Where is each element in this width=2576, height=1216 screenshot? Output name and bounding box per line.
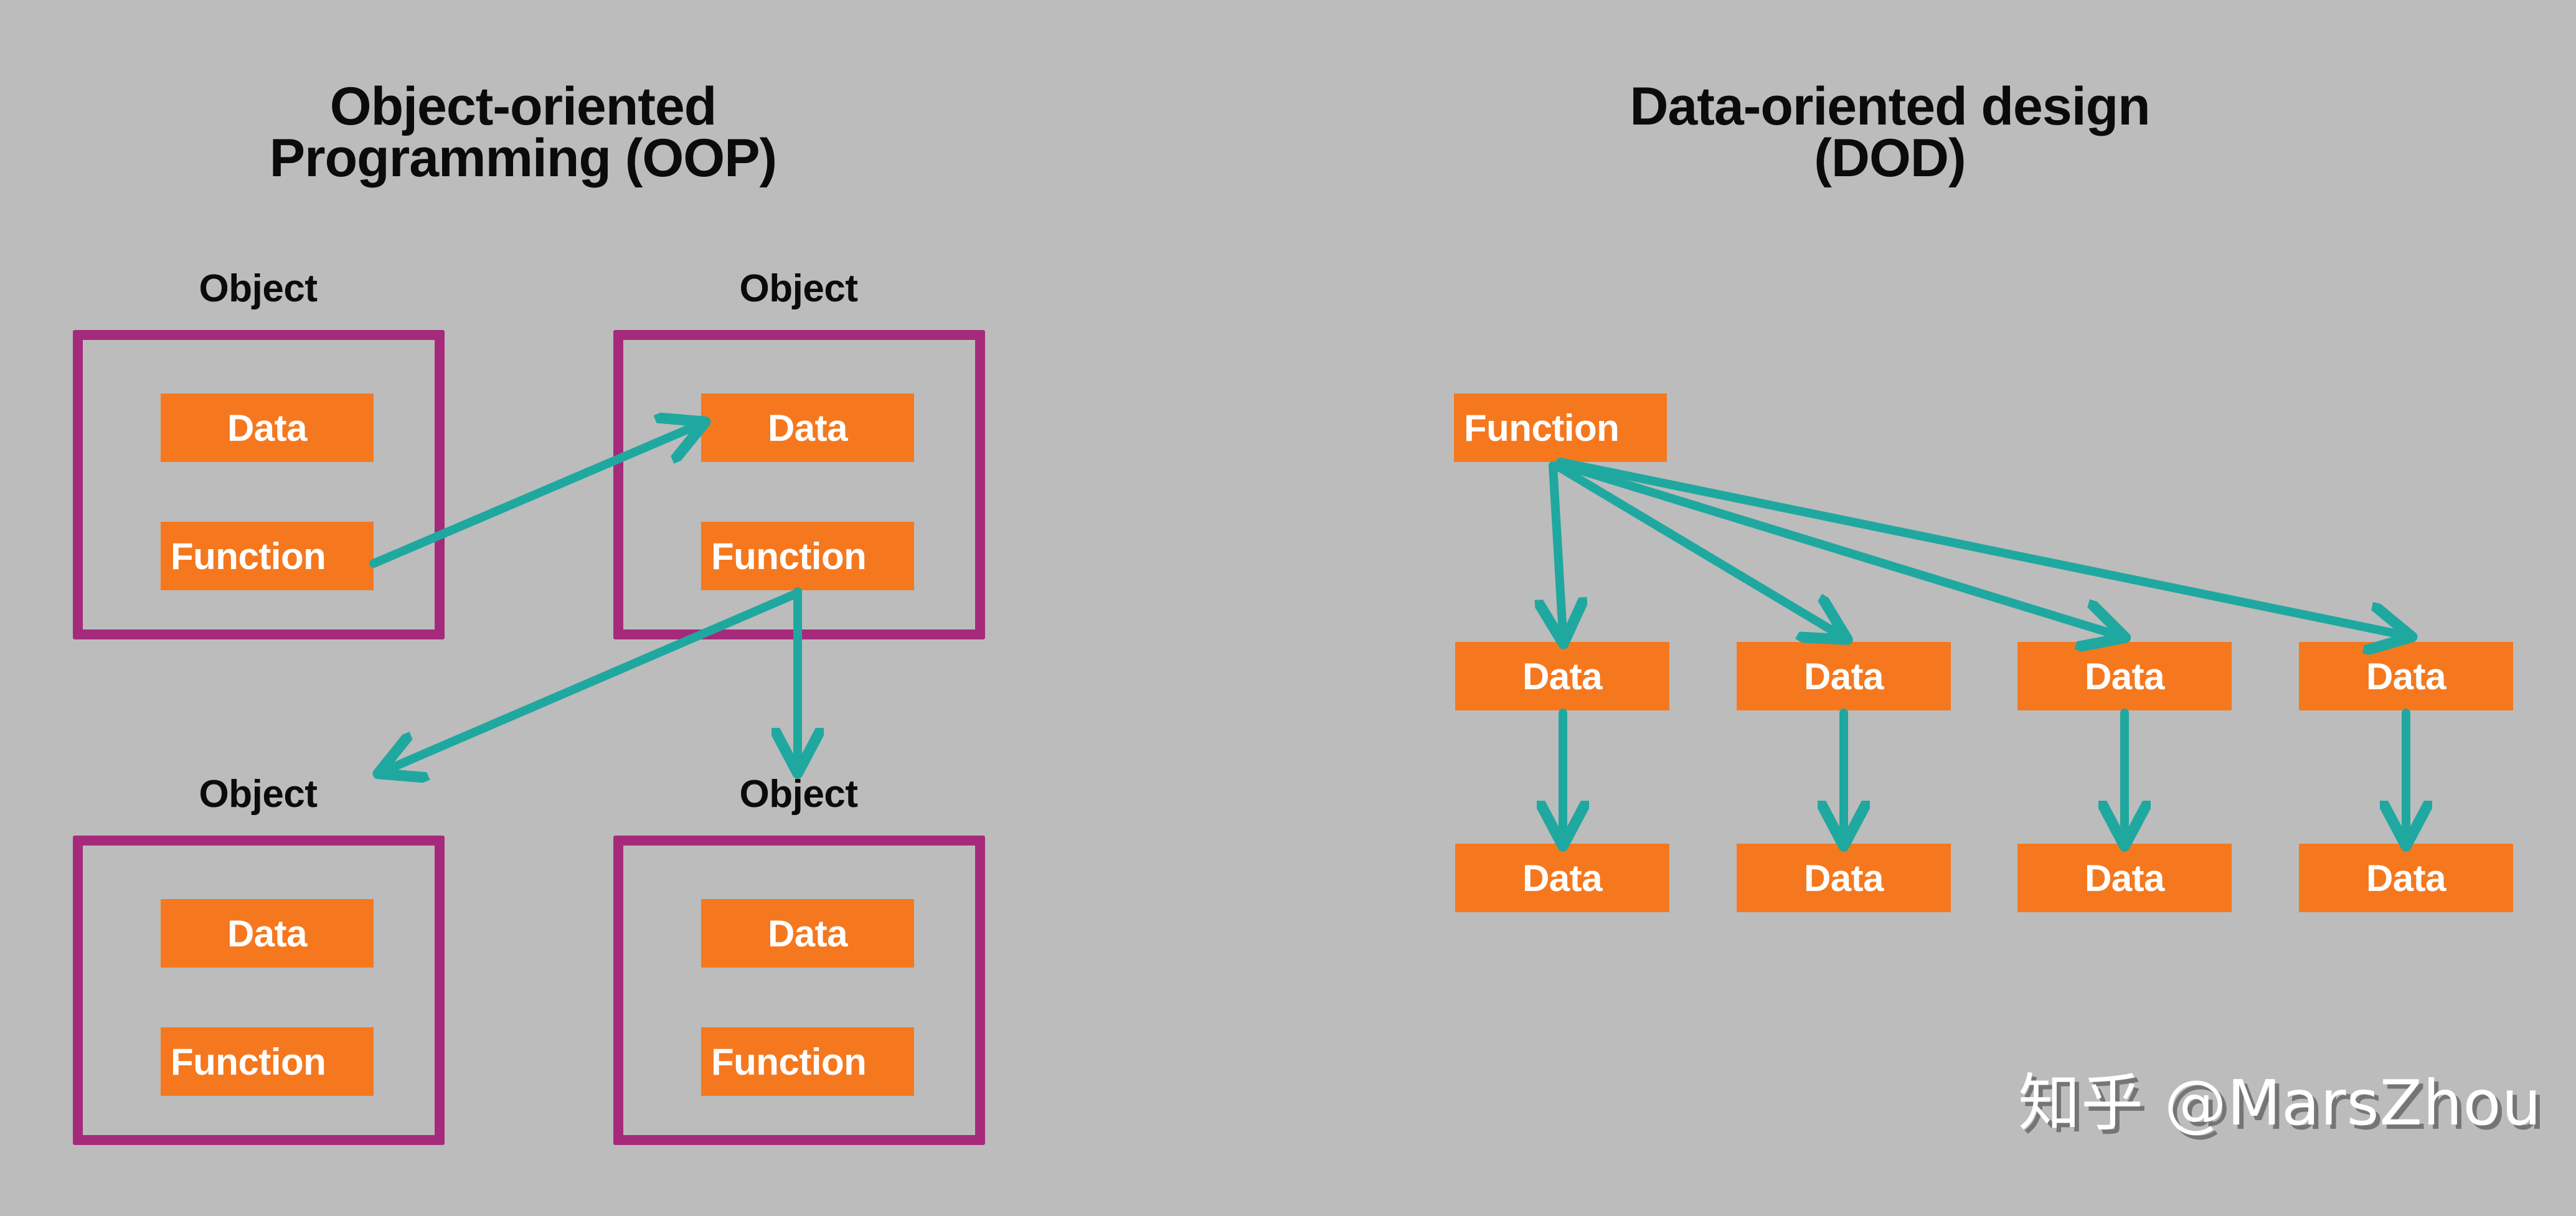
block-data-row2-col3[interactable]: Data bbox=[2017, 844, 2232, 912]
block-data-row1-col2[interactable]: Data bbox=[1737, 642, 1951, 710]
arrow-dod-fn-to-data-1 bbox=[1553, 461, 1563, 635]
object-box-top-right[interactable] bbox=[613, 330, 985, 639]
block-function-bottom-right[interactable]: Function bbox=[701, 1027, 914, 1096]
block-data-top-left[interactable]: Data bbox=[161, 394, 374, 462]
object-box-bottom-right[interactable] bbox=[613, 836, 985, 1145]
watermark-zhihu-marszhou: 知乎 @MarsZhou bbox=[2017, 1067, 2542, 1139]
block-function-bottom-left[interactable]: Function bbox=[161, 1027, 374, 1096]
object-label-bottom-left: Object bbox=[199, 773, 318, 816]
block-data-row2-col2[interactable]: Data bbox=[1737, 844, 1951, 912]
object-box-bottom-left[interactable] bbox=[73, 836, 445, 1145]
arrow-dod-fn-to-data-3 bbox=[1555, 460, 2117, 635]
block-function-dod[interactable]: Function bbox=[1454, 394, 1667, 462]
object-label-bottom-right: Object bbox=[739, 773, 858, 816]
block-data-row2-col1[interactable]: Data bbox=[1455, 844, 1669, 912]
block-function-top-right[interactable]: Function bbox=[701, 522, 914, 590]
block-data-row1-col1[interactable]: Data bbox=[1455, 642, 1669, 710]
block-data-bottom-left[interactable]: Data bbox=[161, 899, 374, 968]
block-data-top-right[interactable]: Data bbox=[701, 394, 914, 462]
arrow-dod-fn-to-data-2 bbox=[1552, 461, 1840, 635]
arrow-dod-fn-to-data-4 bbox=[1556, 458, 2404, 635]
title-data-oriented-design: Data-oriented design (DOD) bbox=[1630, 77, 2150, 188]
block-data-bottom-right[interactable]: Data bbox=[701, 899, 914, 968]
block-data-row1-col4[interactable]: Data bbox=[2299, 642, 2513, 710]
title-object-oriented-programming: Object-oriented Programming (OOP) bbox=[269, 77, 777, 188]
object-box-top-left[interactable] bbox=[73, 330, 445, 639]
block-function-top-left[interactable]: Function bbox=[161, 522, 374, 590]
block-data-row1-col3[interactable]: Data bbox=[2017, 642, 2232, 710]
object-label-top-left: Object bbox=[199, 267, 318, 310]
block-data-row2-col4[interactable]: Data bbox=[2299, 844, 2513, 912]
object-label-top-right: Object bbox=[739, 267, 858, 310]
